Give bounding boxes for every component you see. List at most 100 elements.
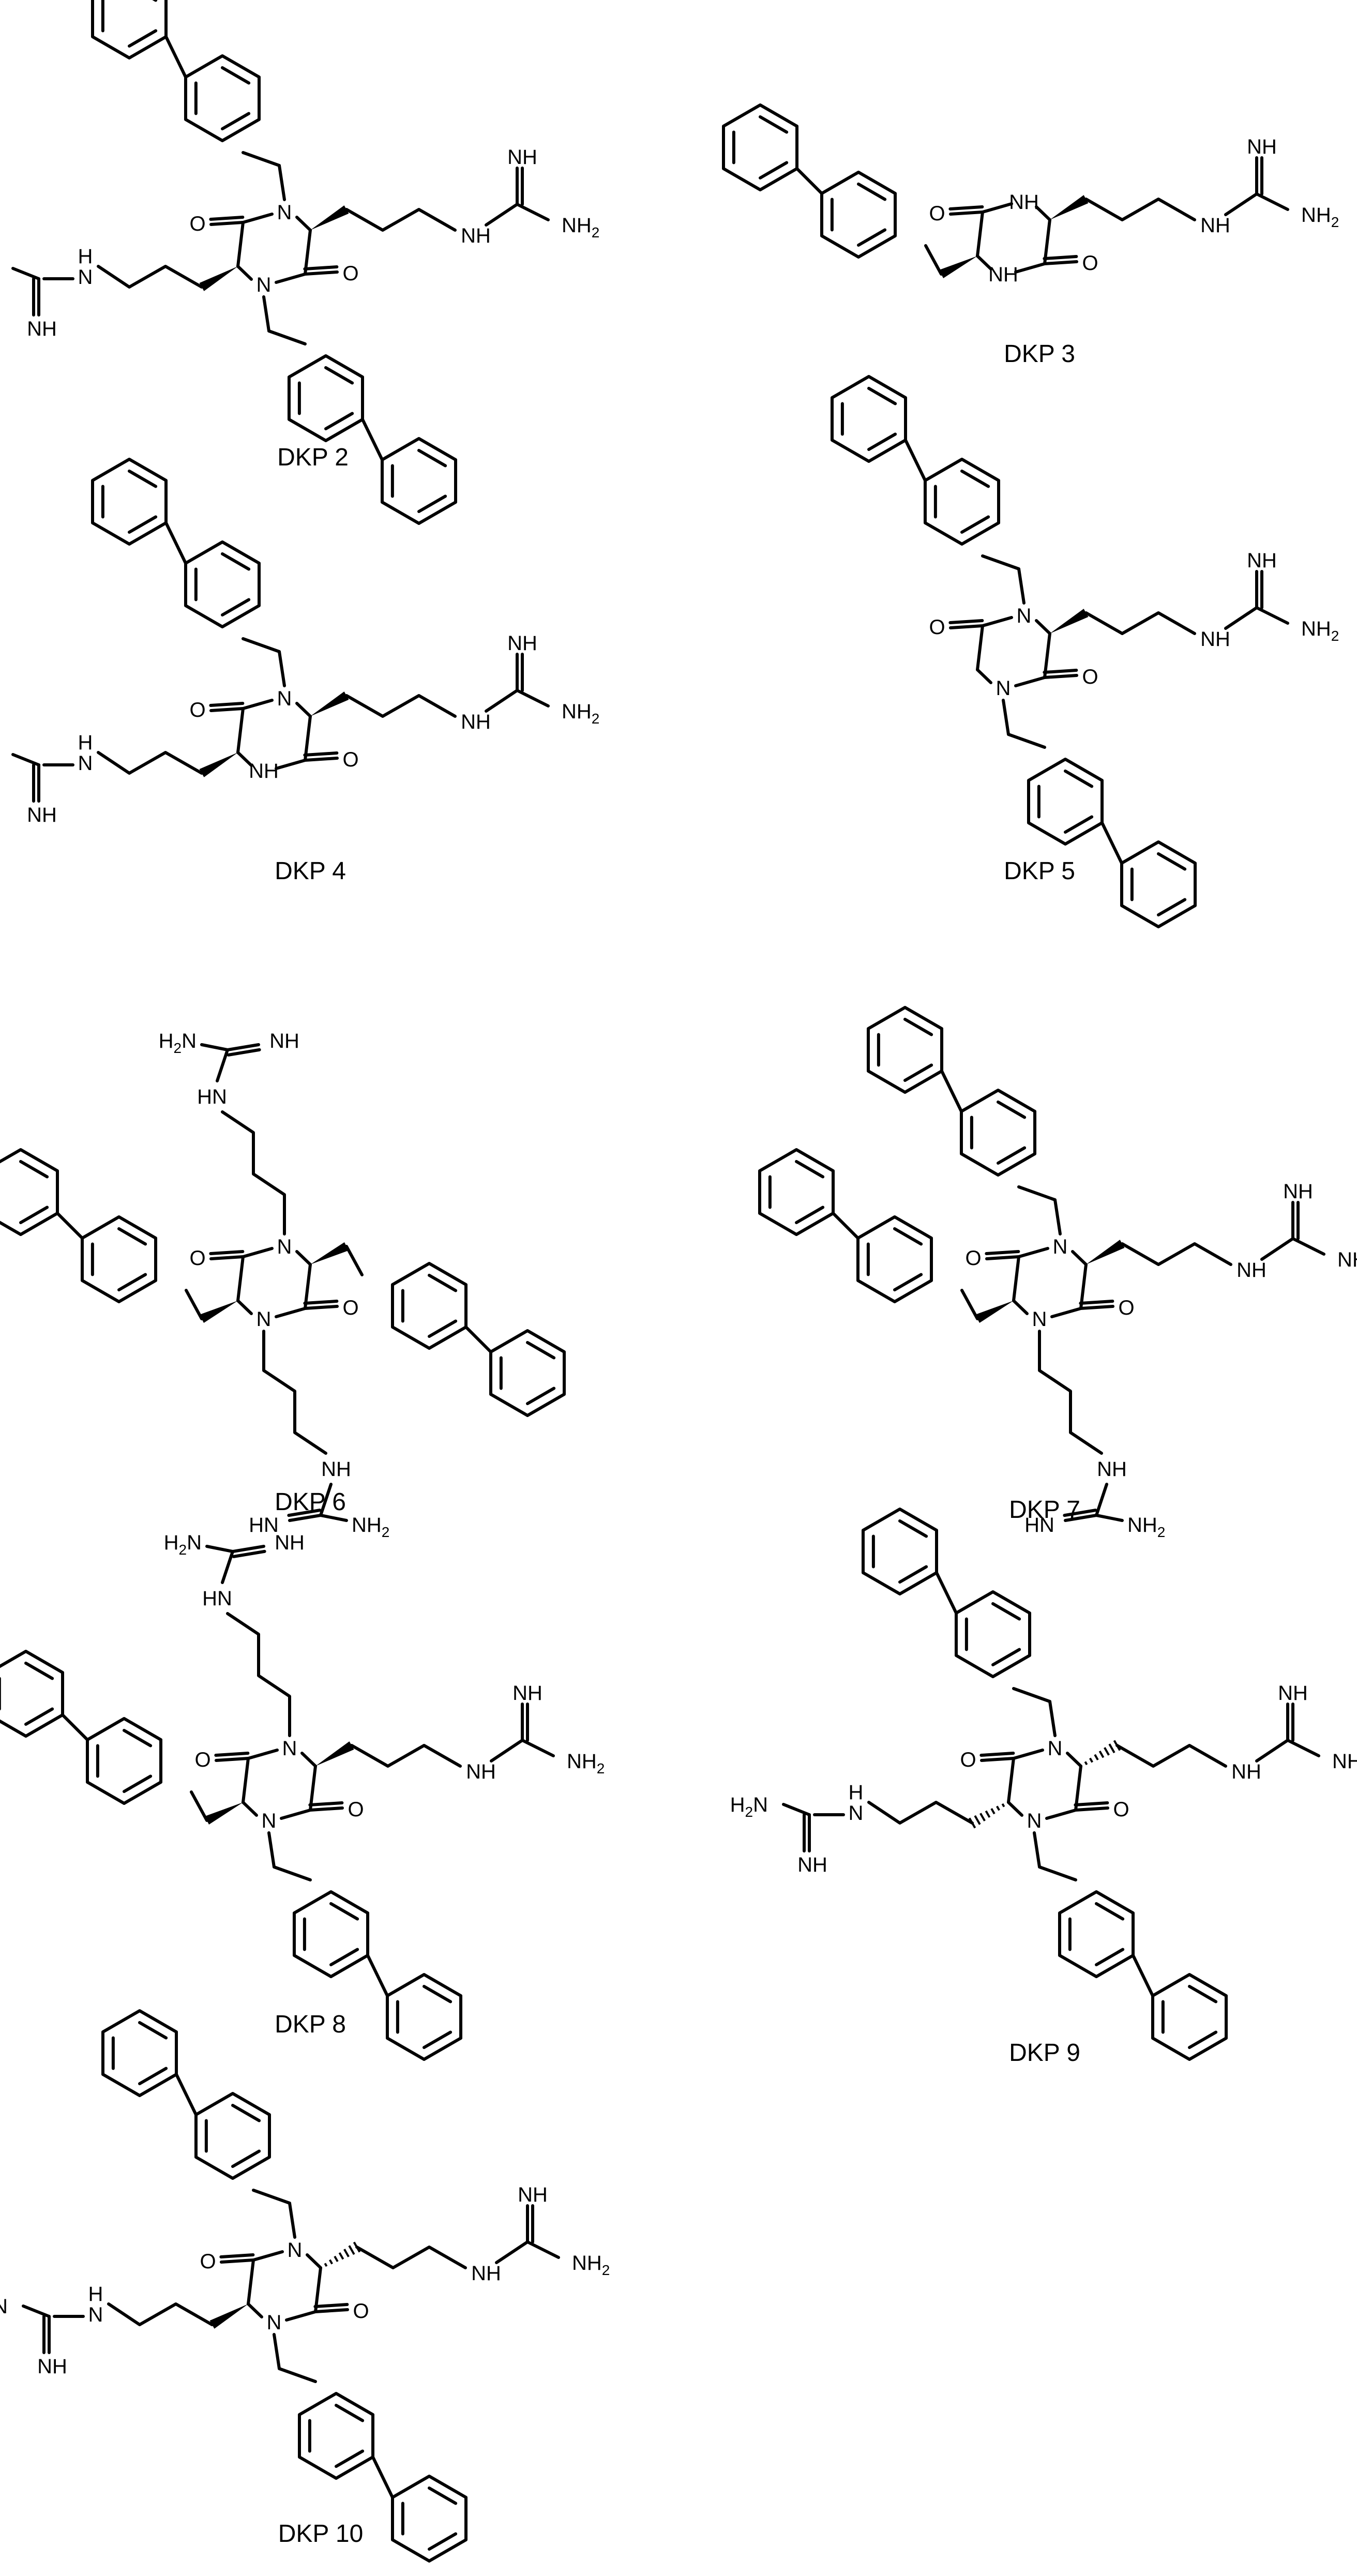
bond-line (976, 254, 992, 270)
guanidine-bond (11, 267, 40, 280)
bond-line (1079, 1263, 1088, 1310)
ring-nitrogen-label: NH (249, 760, 279, 782)
aromatic-double-bond (759, 115, 789, 134)
aromatic-double-bond (898, 1565, 928, 1584)
stereo-wedge-bond (310, 1242, 349, 1264)
guanidine-nh-label: HN (197, 1086, 227, 1108)
guanidine-imine-label: NH (507, 146, 537, 169)
guanidine-imine-label: NH (512, 1682, 542, 1705)
bond-line (295, 702, 312, 718)
ring-nitrogen-label: N (1027, 1810, 1042, 1832)
guanidine-bond (1286, 1739, 1320, 1757)
imine-double-bond (287, 1509, 322, 1517)
bond-line (300, 1752, 317, 1768)
benzene-ring (297, 2392, 375, 2480)
stereo-wedge-bond (1050, 195, 1089, 220)
bond-line (1038, 1865, 1077, 1881)
benzene-ring (390, 1262, 468, 1350)
ring-nitrogen-label: N (277, 687, 292, 710)
aromatic-double-bond (221, 66, 251, 85)
amine-nh2-label: NH2 (572, 2252, 610, 2278)
aromatic-double-bond (417, 448, 447, 468)
ring-nitrogen-label: N (1017, 605, 1032, 627)
benzene-ring (287, 354, 365, 442)
aromatic-double-bond (231, 2103, 261, 2122)
aromatic-double-bond (857, 182, 887, 201)
benzene-ring (830, 375, 908, 463)
bond-line (236, 751, 253, 767)
stereo-hash-bond (1001, 1803, 1005, 1807)
guanidine-bond (521, 1739, 555, 1757)
benzene-ring (1058, 1890, 1135, 1978)
bond-line (1012, 1687, 1051, 1703)
carbonyl-double-bond (220, 2258, 255, 2264)
biaryl-bond (940, 1069, 963, 1113)
atom-label-layer: OONNNHNHNH2HNNHH2NOONHNHNHNHNH2OONNHNHNH… (0, 135, 1357, 2378)
bond-line (236, 221, 245, 268)
bond-line (1074, 1765, 1082, 1812)
guanidine-bond (485, 689, 519, 713)
amine-nh2-label: NH2 (567, 1750, 605, 1776)
aromatic-double-bond (428, 1319, 458, 1338)
guanidine-imine-label: NH (1278, 1682, 1308, 1705)
guanidine-nh-label: NH (466, 1760, 496, 1783)
carbonyl-double-bond (214, 1752, 250, 1757)
aromatic-double-bond (423, 1984, 453, 2003)
guanidine-nh-label: NH (461, 711, 491, 733)
guanidine-nh-label: NH (1200, 214, 1230, 237)
biaryl-bond (1132, 1954, 1154, 1997)
carbonyl-double-bond (948, 619, 984, 625)
aromatic-double-bond (1095, 1902, 1125, 1921)
stereo-hash-bond (348, 2245, 355, 2255)
carbonyl-double-bond (209, 1250, 245, 1256)
benzene-ring (91, 458, 168, 546)
stereo-hash-bond (338, 2252, 344, 2260)
stereo-hash-bond (324, 2263, 328, 2267)
bond-line (1053, 1198, 1062, 1236)
stereo-wedge-bond (310, 205, 349, 230)
stereo-hash-bond (1094, 1754, 1099, 1760)
alkyl-chain (1084, 198, 1196, 221)
carbonyl-double-bond (303, 751, 339, 757)
aromatic-double-bond (221, 552, 251, 571)
guanidine-bond (1255, 192, 1289, 211)
guanidine-imine-label: NH (518, 2183, 548, 2206)
compound-caption: DKP 8 (275, 2011, 346, 2038)
carbonyl-oxygen-label: O (342, 262, 358, 285)
biaryl-bond (795, 167, 823, 195)
stereo-wedge-bond (199, 266, 238, 291)
guanidine-nh-label: N (78, 752, 93, 775)
aromatic-double-bond (19, 1206, 49, 1225)
bond-line (1045, 1809, 1077, 1820)
ring-nitrogen-label: N (267, 2311, 282, 2334)
stereo-wedge-bond (1086, 1240, 1125, 1264)
carbonyl-oxygen-label: O (348, 1798, 364, 1821)
benzene-ring (0, 1148, 59, 1236)
stereo-hash-bond (1104, 1747, 1110, 1756)
bond-line (309, 1765, 317, 1812)
stereo-hash-bond (334, 2255, 339, 2262)
aromatic-double-bond (903, 1063, 933, 1082)
benzene-ring (1027, 758, 1104, 846)
bond-line (285, 2310, 317, 2322)
carbonyl-double-bond (209, 216, 245, 221)
bond-line (267, 1831, 276, 1869)
stereo-wedge-bond (199, 752, 238, 777)
amine-nh2-label: NH2 (1301, 204, 1339, 230)
guanidine-bond (1095, 1514, 1124, 1522)
bond-line (1050, 1307, 1082, 1318)
biaryl-bond (464, 1325, 492, 1353)
bond-line (242, 151, 281, 167)
bond-line (242, 1801, 258, 1817)
guanidine-bond (526, 2240, 560, 2259)
biaryl-bond (935, 1571, 958, 1615)
stereo-hash-bond (979, 1813, 986, 1821)
bond-line (1014, 676, 1046, 687)
guanidine-bond (1095, 1483, 1108, 1517)
guanidine-bond (1224, 192, 1258, 216)
ring-nitrogen-label: N (1032, 1308, 1047, 1331)
compound-caption: DKP 10 (278, 2520, 364, 2548)
carbonyl-double-bond (1043, 255, 1078, 261)
bond-line (1066, 1752, 1082, 1768)
stereo-wedge-bond (975, 1301, 1014, 1323)
